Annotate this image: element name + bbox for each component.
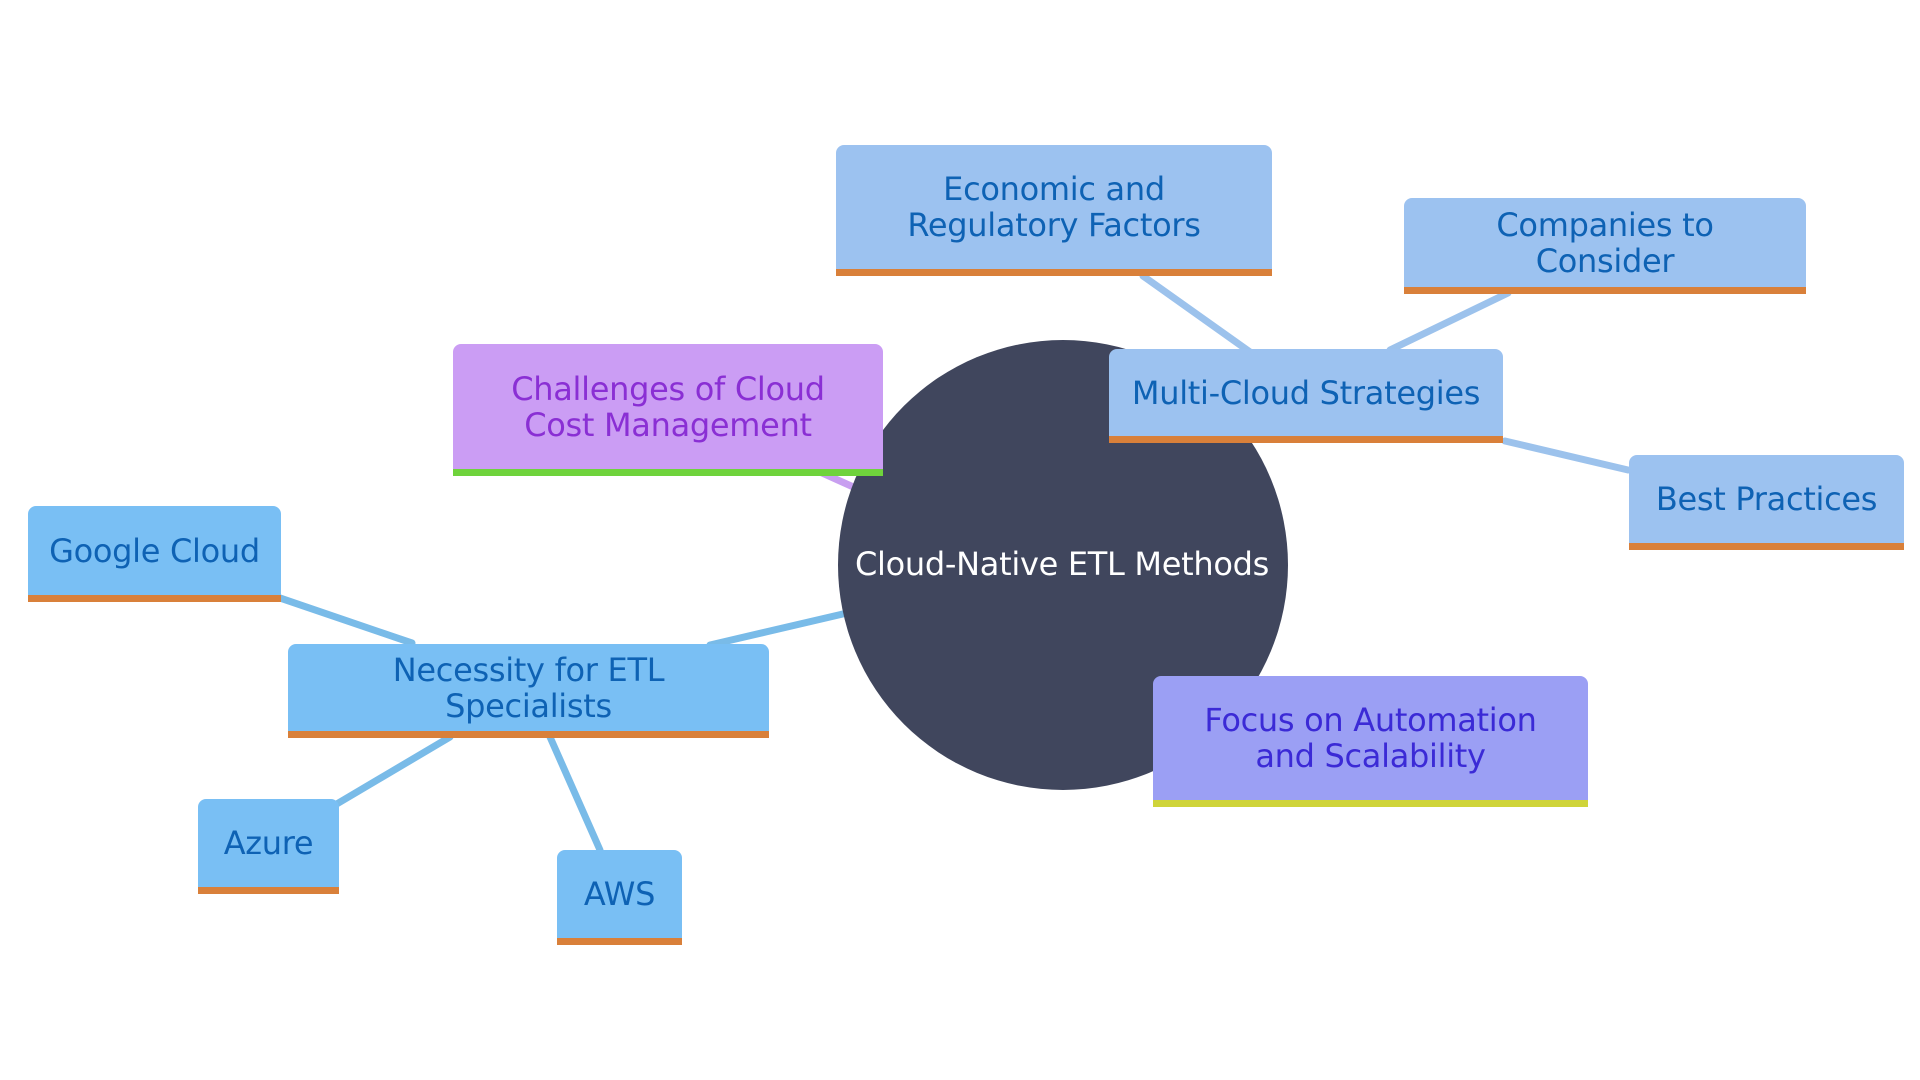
edge-multi-cloud-economic <box>1139 272 1254 356</box>
edge-etl-azure <box>331 733 454 809</box>
edge-multi-cloud-companies <box>1386 289 1512 354</box>
node-multi-cloud-label: Multi-Cloud Strategies <box>1131 373 1481 412</box>
node-google-cloud-label: Google Cloud <box>49 531 260 570</box>
node-automation-scalability[interactable]: Focus on Automation and Scalability <box>1153 676 1588 807</box>
node-best-practices[interactable]: Best Practices <box>1629 455 1904 550</box>
edge-multi-cloud-best-practices <box>1501 437 1632 474</box>
node-aws-label: AWS <box>583 875 656 913</box>
node-challenges-label: Challenges of Cloud Cost Management <box>511 369 825 444</box>
node-google-cloud[interactable]: Google Cloud <box>28 506 281 602</box>
node-automation-label: Focus on Automation and Scalability <box>1204 701 1537 775</box>
node-etl-specialists[interactable]: Necessity for ETL Specialists <box>288 644 769 738</box>
edge-center-etl-specialists <box>706 606 864 649</box>
node-aws[interactable]: AWS <box>557 850 682 945</box>
edge-etl-aws <box>546 733 604 854</box>
node-etl-specialists-label: Necessity for ETL Specialists <box>392 650 665 725</box>
node-economic-label: Economic and Regulatory Factors <box>907 170 1201 244</box>
node-azure-label: Azure <box>223 824 314 862</box>
node-azure[interactable]: Azure <box>198 799 339 894</box>
node-companies-label: Companies to Consider <box>1496 205 1714 280</box>
center-node-label: Cloud-Native ETL Methods <box>855 545 1269 583</box>
edge-etl-google-cloud <box>276 594 416 647</box>
node-economic-regulatory[interactable]: Economic and Regulatory Factors <box>836 145 1272 276</box>
node-companies-to-consider[interactable]: Companies to Consider <box>1404 198 1806 294</box>
node-multi-cloud-strategies[interactable]: Multi-Cloud Strategies <box>1109 349 1503 443</box>
node-challenges-cloud-cost[interactable]: Challenges of Cloud Cost Management <box>453 344 883 476</box>
node-best-practices-label: Best Practices <box>1655 480 1878 518</box>
